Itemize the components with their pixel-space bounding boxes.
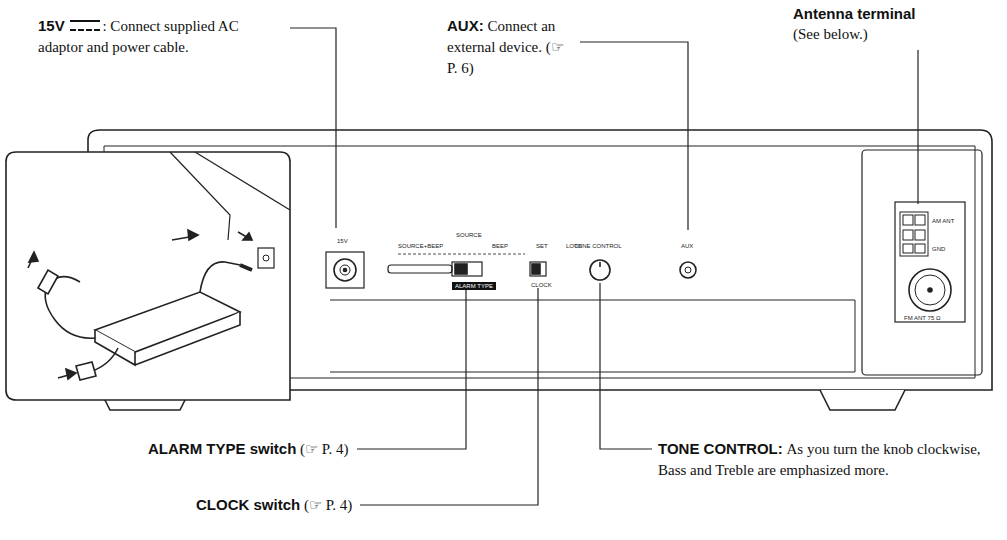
callout-note: : Connect supplied AC adaptor and power …	[38, 18, 239, 55]
callout-text: Antenna terminal	[793, 4, 993, 25]
callout-heading: Antenna terminal	[793, 5, 916, 22]
panel-marking: GND	[932, 246, 945, 252]
callout-heading: ALARM TYPE switch	[148, 440, 296, 457]
panel-marking: AUX	[681, 243, 693, 249]
panel-marking: SET	[536, 243, 548, 249]
callout-note: (☞ P. 4)	[304, 497, 352, 513]
callout-text: TONE CONTROL:As you turn the knob clockw…	[658, 439, 1000, 481]
panel-marking: CLOCK	[531, 282, 552, 288]
panel-marking: AM ANT	[932, 218, 954, 224]
callout-text: CLOCK switch(☞ P. 4)	[196, 495, 456, 516]
callout-heading: CLOCK switch	[196, 496, 300, 513]
panel-marking: TONE CONTROL	[574, 243, 622, 249]
callout-text: ALARM TYPE switch(☞ P. 4)	[148, 439, 408, 460]
panel-marking: SOURCE+BEEP	[398, 243, 443, 249]
panel-marking: SOURCE	[456, 232, 482, 238]
callout-heading: TONE CONTROL:	[658, 440, 783, 457]
panel-marking: 15V	[337, 238, 348, 244]
dc-symbol	[70, 20, 100, 31]
callout-text: (See below.)	[793, 24, 993, 45]
callout-note: (☞ P. 4)	[300, 441, 348, 457]
callout-text: 15V: Connect supplied AC adaptor and pow…	[38, 16, 243, 58]
callout-note: (See below.)	[793, 26, 868, 42]
callout-heading: 15V	[38, 17, 65, 34]
panel-marking: ALARM TYPE	[452, 282, 496, 290]
callout-heading: AUX:	[447, 17, 484, 34]
panel-marking: FM ANT 75 Ω	[904, 315, 940, 321]
panel-marking: BEEP	[492, 243, 508, 249]
callout-text: AUX:Connect an external device. (☞ P. 6)	[447, 16, 575, 78]
